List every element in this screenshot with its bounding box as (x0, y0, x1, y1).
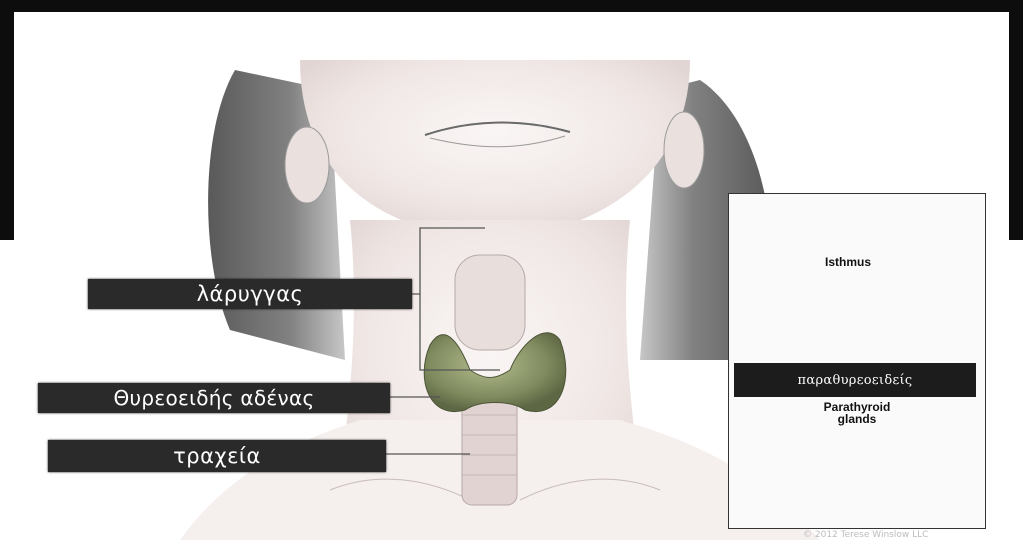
copyright-text: © 2012 Terese Winslow LLC (803, 530, 928, 540)
thyroid-label: Θυρεοειδής αδένας (38, 383, 390, 413)
parathyroid-label: παραθυρεοειδείς (734, 363, 976, 397)
parathyroid-glands-label: Parathyroid glands (812, 401, 902, 425)
parathyroid-glands-line2: glands (812, 413, 902, 425)
inset-panel (728, 193, 986, 529)
larynx-label: λάρυγγας (88, 279, 412, 309)
isthmus-label: Isthmus (825, 256, 871, 268)
trachea-label: τραχεία (48, 440, 386, 472)
